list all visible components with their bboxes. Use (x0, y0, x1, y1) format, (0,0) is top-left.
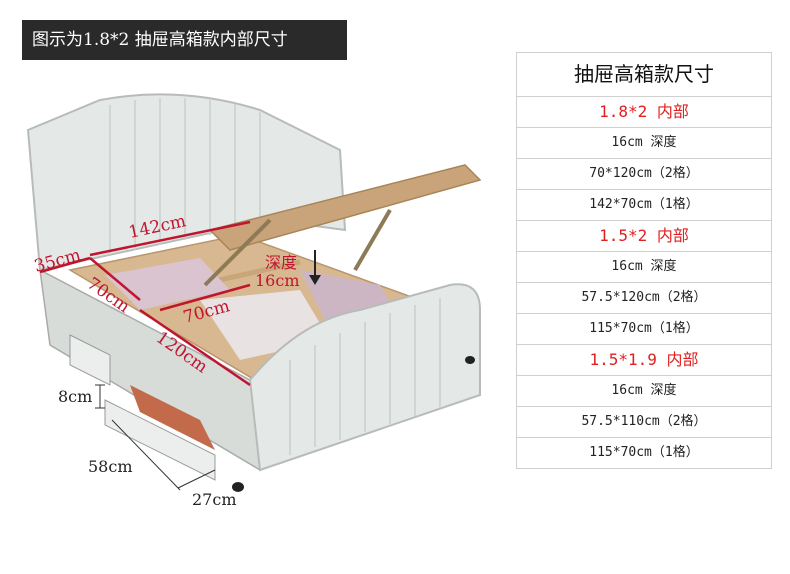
depth-value: 16cm (255, 271, 300, 290)
gas-strut-left (203, 218, 272, 287)
dimension-lines (39, 220, 251, 387)
size-table-section: 1.5*2 内部 (517, 221, 771, 252)
size-table-row: 16cm 深度 (517, 252, 771, 283)
dim-8: 8cm (58, 387, 92, 406)
headboard-tufting (109, 98, 261, 255)
bed-illustration: 142cm 35cm 70cm 70cm 120cm 深度 16cm 8cm 5… (26, 93, 482, 509)
size-table-row: 57.5*110cm（2格） (517, 407, 771, 438)
depth-label: 深度 (265, 253, 297, 272)
drawer-front-top (69, 334, 111, 386)
headboard (26, 93, 347, 272)
size-table-row: 16cm 深度 (517, 376, 771, 407)
dim-58: 58cm (88, 457, 133, 476)
footboard-tufting (289, 298, 441, 455)
size-table-section: 1.5*1.9 内部 (517, 345, 771, 376)
lifted-lid (208, 164, 482, 251)
page-title: 图示为1.8*2 抽屉高箱款内部尺寸 (32, 30, 288, 50)
bed-leg (465, 356, 475, 364)
size-table-row: 115*70cm（1格） (517, 438, 771, 469)
depth-arrow-head (309, 275, 321, 285)
drawer-front-bottom (104, 399, 216, 481)
gas-strut-right (353, 208, 392, 272)
page-title-banner: 图示为1.8*2 抽屉高箱款内部尺寸 (22, 20, 347, 60)
size-table-row: 142*70cm（1格） (517, 190, 771, 221)
bed-leg (232, 482, 244, 492)
size-table-row: 70*120cm（2格） (517, 159, 771, 190)
size-table-row: 57.5*120cm（2格） (517, 283, 771, 314)
size-table-row: 115*70cm（1格） (517, 314, 771, 345)
size-table-section: 1.8*2 内部 (517, 97, 771, 128)
size-table: 抽屉高箱款尺寸 1.8*2 内部 16cm 深度 70*120cm（2格） 14… (516, 52, 772, 469)
drawer-contents (130, 385, 215, 450)
size-table-row: 16cm 深度 (517, 128, 771, 159)
dim-27: 27cm (192, 490, 237, 509)
drawer-dimension-lines (95, 384, 216, 491)
size-table-title: 抽屉高箱款尺寸 (517, 53, 771, 97)
